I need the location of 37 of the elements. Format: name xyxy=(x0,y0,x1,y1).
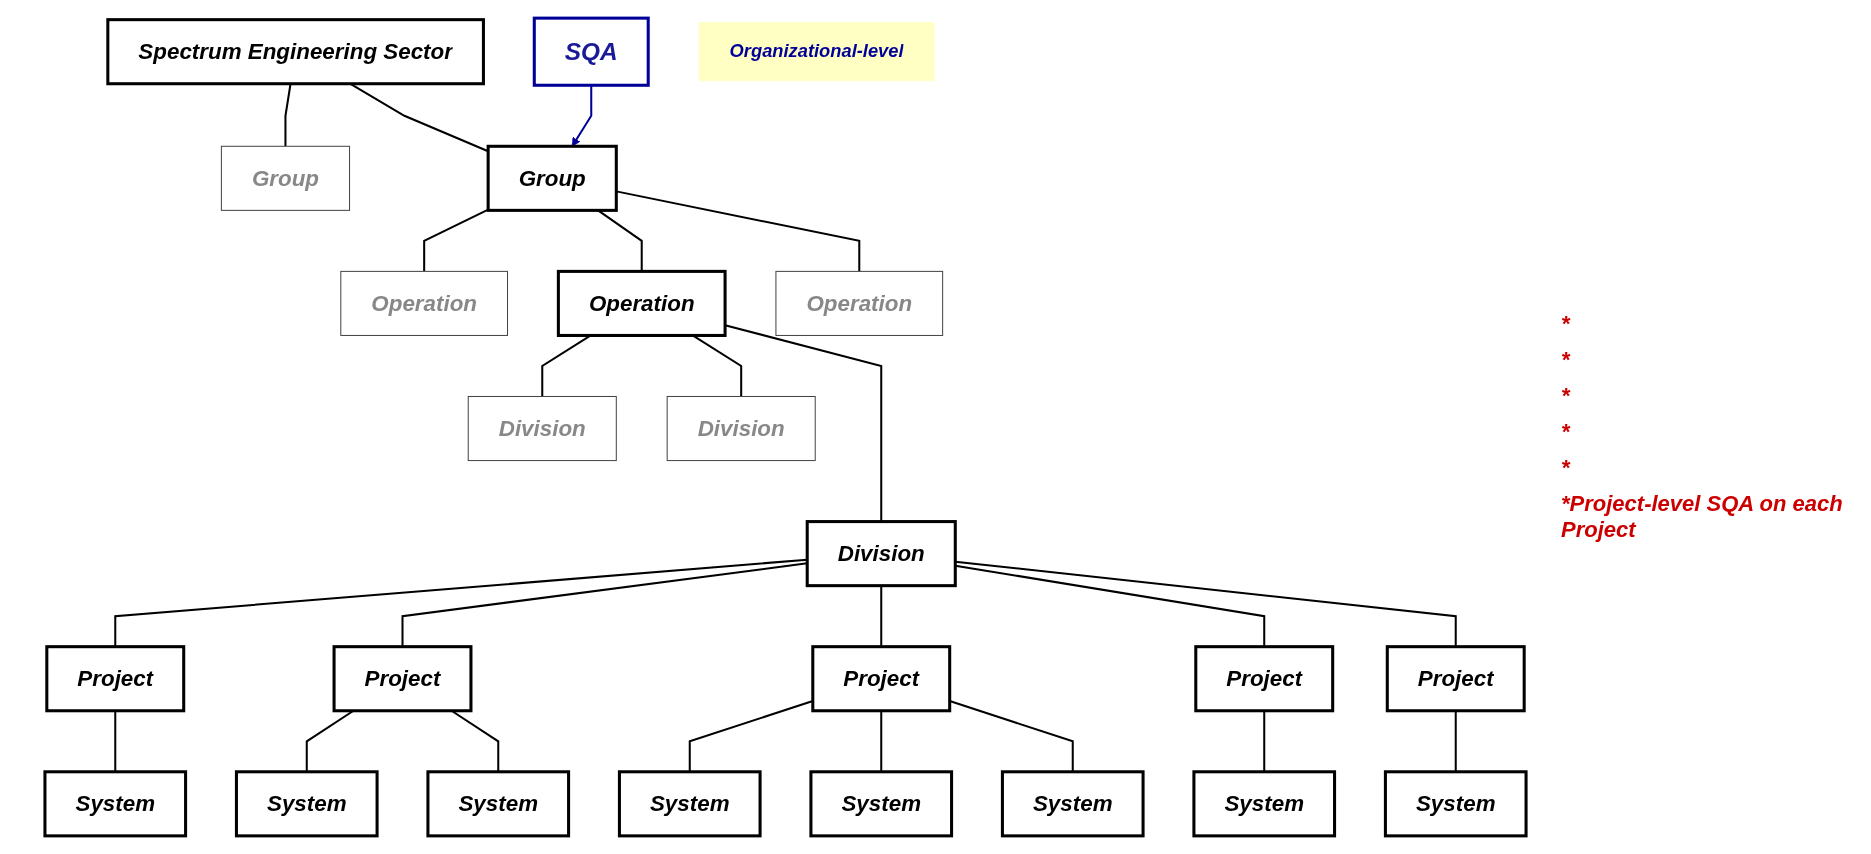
node-box: System xyxy=(43,770,188,838)
note-text: * xyxy=(1561,455,1572,481)
node-box: Project xyxy=(1385,645,1526,713)
node-box: Operation xyxy=(556,269,727,337)
node-box: Group xyxy=(220,145,351,211)
node-box: System xyxy=(1000,770,1145,838)
note-text: * xyxy=(1561,383,1572,409)
connector xyxy=(284,83,292,147)
node-box: SQA xyxy=(532,16,650,87)
node-box: System xyxy=(809,770,954,838)
connector xyxy=(880,710,883,772)
node-box: System xyxy=(1383,770,1528,838)
node-box: Project xyxy=(332,645,473,713)
connector xyxy=(880,585,883,647)
connector xyxy=(1263,710,1266,772)
arrow xyxy=(571,85,593,147)
node-box: System xyxy=(617,770,762,838)
note-text: * xyxy=(1561,419,1572,445)
connector xyxy=(1454,710,1457,772)
node-box: System xyxy=(234,770,379,838)
node-box: Organizational-level xyxy=(698,22,935,82)
connector xyxy=(423,208,489,272)
node-box: System xyxy=(426,770,571,838)
node-box: Group xyxy=(486,144,618,212)
node-box: Project xyxy=(1194,645,1335,713)
connector xyxy=(114,710,117,772)
node-box: Division xyxy=(666,396,816,462)
note-text: * xyxy=(1561,311,1572,337)
node-box: Division xyxy=(467,396,617,462)
node-box: Operation xyxy=(340,270,509,336)
node-box: Operation xyxy=(775,270,944,336)
node-box: System xyxy=(1192,770,1337,838)
note-text: *Project-level SQA on each Project xyxy=(1561,491,1844,543)
node-box: Project xyxy=(811,645,952,713)
note-text: * xyxy=(1561,347,1572,373)
node-box: Division xyxy=(805,520,957,588)
node-box: Project xyxy=(45,645,186,713)
